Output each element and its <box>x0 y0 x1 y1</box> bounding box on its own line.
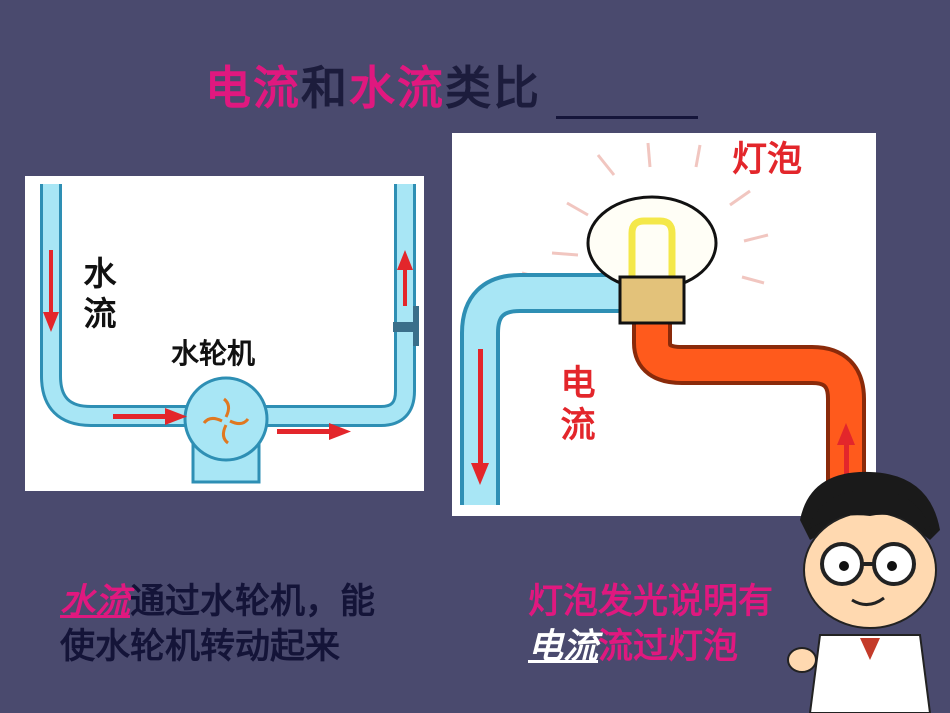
title-part-analogy: 类比 <box>445 61 541 115</box>
arrow-right-icon <box>113 408 351 440</box>
caption-water-highlight: 水流 <box>60 582 131 622</box>
bulb-label: 灯泡 <box>732 140 803 180</box>
water-flow-diagram: 水流 水轮机 <box>25 176 424 491</box>
title-part-water: 水流 <box>349 61 445 115</box>
slide-title: 电流和水流类比 <box>205 52 541 115</box>
title-underline <box>556 116 698 119</box>
title-part-and: 和 <box>301 61 349 115</box>
turbine-icon <box>202 397 250 445</box>
arrow-down-icon <box>43 250 59 332</box>
caption-water: 水流通过水轮机，能使水轮机转动起来 <box>60 580 410 670</box>
caption-bulb-text: 流过灯泡 <box>598 627 739 667</box>
cartoon-boy-illustration <box>787 471 940 713</box>
turbine-label: 水轮机 <box>171 337 256 370</box>
current-label: 电流 <box>560 364 596 446</box>
bulb-circuit-illustration <box>460 142 866 505</box>
caption-bulb-line1: 灯泡发光说明有 <box>528 582 774 622</box>
water-pipe-illustration <box>40 184 419 484</box>
wire-blue <box>460 273 624 505</box>
water-flow-label: 水流 <box>83 254 117 333</box>
arrow-up-icon <box>397 250 413 306</box>
valve-icon <box>393 306 419 346</box>
bulb-circuit-diagram: 灯泡 电流 <box>452 133 876 516</box>
caption-bulb-highlight: 电流 <box>528 627 599 667</box>
light-bulb-icon <box>586 195 718 325</box>
caption-bulb: 灯泡发光说明有 电流流过灯泡 <box>528 580 828 670</box>
caption-water-text: 通过水轮机，能使水轮机转动起来 <box>60 582 376 667</box>
title-part-current: 电流 <box>205 61 301 115</box>
arrow-down-icon <box>471 349 489 485</box>
